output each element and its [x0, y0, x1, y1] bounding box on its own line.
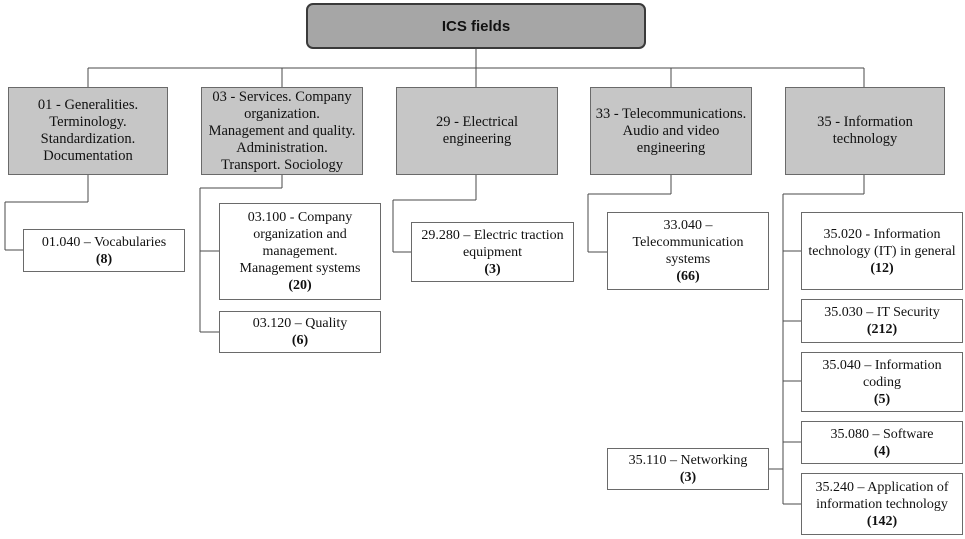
- category-label: 01 - Generalities. Terminology. Standard…: [37, 97, 139, 164]
- subfield-label: 03.120 – Quality: [252, 316, 348, 331]
- subfield-label: 35.080 – Software: [830, 426, 934, 442]
- subfield-label: 35.030 – IT Security: [824, 305, 940, 320]
- category-35-node: 35 - Information technology: [785, 87, 945, 175]
- subfield-count: (212): [866, 322, 898, 337]
- subfield-33-040-node: 33.040 – Telecommunication systems (66): [607, 212, 769, 290]
- category-label: 03 - Services. Company organization. Man…: [208, 88, 356, 173]
- subfield-01-040-node: 01.040 – Vocabularies (8): [23, 229, 185, 272]
- category-01-node: 01 - Generalities. Terminology. Standard…: [8, 87, 168, 175]
- subfield-count: (20): [288, 278, 312, 293]
- subfield-count: (6): [291, 333, 309, 348]
- subfield-label: 35.020 - Information technology (IT) in …: [808, 226, 956, 259]
- subfield-35-110-node: 35.110 – Networking (3): [607, 448, 769, 490]
- subfield-35-030-node: 35.030 – IT Security (212): [801, 299, 963, 343]
- category-label: 35 - Information technology: [817, 114, 913, 147]
- subfield-label: 01.040 – Vocabularies: [41, 234, 167, 250]
- subfield-count: (3): [484, 261, 501, 277]
- root-node: ICS fields: [306, 3, 646, 49]
- subfield-label: 29.280 – Electric traction equipment: [421, 227, 564, 260]
- subfield-count: (3): [679, 470, 697, 485]
- category-label: 33 - Telecommunications. Audio and video…: [595, 105, 747, 156]
- subfield-count: (5): [873, 391, 891, 407]
- subfield-label: 33.040 – Telecommunication systems: [632, 218, 744, 267]
- subfield-35-020-node: 35.020 - Information technology (IT) in …: [801, 212, 963, 290]
- subfield-29-280-node: 29.280 – Electric traction equipment (3): [411, 222, 574, 282]
- category-03-node: 03 - Services. Company organization. Man…: [201, 87, 363, 175]
- subfield-03-100-node: 03.100 - Company organization and manage…: [219, 203, 381, 300]
- subfield-label: 03.100 - Company organization and manage…: [239, 210, 361, 276]
- category-label: 29 - Electrical engineering: [435, 114, 519, 147]
- subfield-count: (4): [873, 443, 891, 459]
- category-33-node: 33 - Telecommunications. Audio and video…: [590, 87, 752, 175]
- subfield-03-120-node: 03.120 – Quality (6): [219, 311, 381, 353]
- subfield-count: (12): [870, 260, 894, 276]
- subfield-count: (8): [95, 251, 113, 267]
- subfield-count: (66): [676, 269, 700, 284]
- category-29-node: 29 - Electrical engineering: [396, 87, 558, 175]
- subfield-35-040-node: 35.040 – Information coding (5): [801, 352, 963, 412]
- subfield-label: 35.240 – Application of information tech…: [815, 479, 949, 512]
- subfield-label: 35.110 – Networking: [628, 453, 748, 468]
- subfield-label: 35.040 – Information coding: [822, 357, 942, 390]
- subfield-count: (142): [866, 513, 898, 529]
- subfield-35-080-node: 35.080 – Software (4): [801, 421, 963, 464]
- root-label: ICS fields: [441, 17, 511, 35]
- subfield-35-240-node: 35.240 – Application of information tech…: [801, 473, 963, 535]
